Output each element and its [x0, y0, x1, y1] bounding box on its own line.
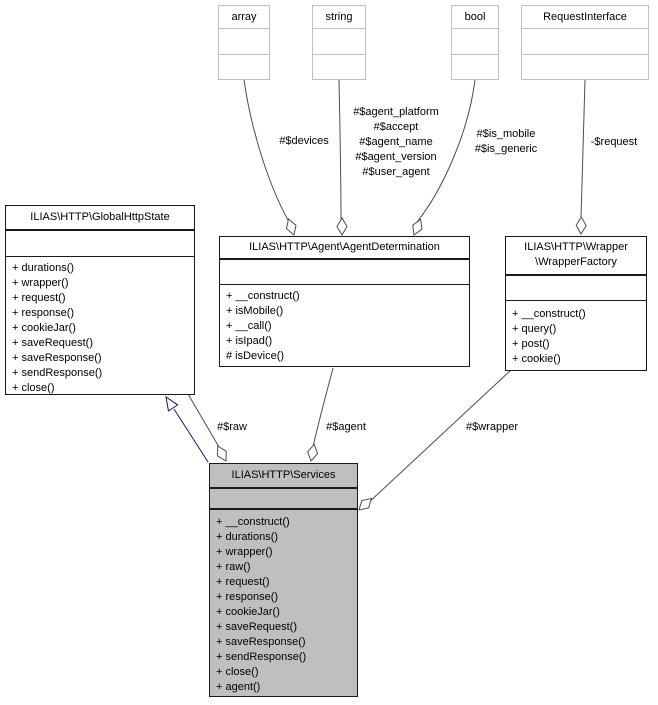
method-item: + __construct() — [216, 516, 290, 528]
method-item: + cookie() — [512, 353, 561, 365]
class-agent-determination-methods: + __construct() + isMobile() + __call() … — [220, 285, 469, 366]
method-item: + post() — [512, 338, 550, 350]
method-item: + durations() — [12, 262, 75, 274]
method-item: # isDevice() — [226, 350, 285, 362]
method-item: + saveRequest() — [12, 337, 94, 349]
edge-services-inherits-globalhttpstate — [173, 408, 209, 463]
edge-label-line: #$agent_version — [355, 151, 437, 163]
class-services-methods: + __construct() + durations() + wrapper(… — [210, 510, 357, 696]
class-request-interface-methods — [522, 55, 648, 79]
aggregation-diamond-request — [575, 216, 587, 235]
aggregation-diamond-devices — [285, 217, 297, 236]
method-item: + cookieJar() — [12, 322, 76, 334]
class-services: ILIAS\HTTP\Services + __construct() + du… — [209, 463, 358, 697]
edge-label-line: #$is_generic — [474, 143, 538, 155]
edge-label-devices: #$devices — [279, 135, 329, 147]
method-item: + agent() — [216, 681, 261, 693]
edge-label-agent: #$agent — [326, 421, 366, 433]
method-item: + saveResponse() — [216, 636, 306, 648]
class-services-title: ILIAS\HTTP\Services — [210, 464, 357, 489]
edge-array-to-agentdetermination — [243, 79, 293, 228]
method-item: + raw() — [216, 561, 251, 573]
class-bool-methods — [452, 55, 498, 79]
method-item: + sendResponse() — [216, 651, 307, 663]
method-item: + wrapper() — [216, 546, 273, 558]
class-array-methods — [219, 55, 269, 79]
edge-label-string-fields: #$agent_platform #$accept #$agent_name #… — [353, 105, 439, 180]
class-global-http-state-attributes — [6, 231, 194, 257]
class-array: array — [218, 5, 270, 80]
method-item: + sendResponse() — [12, 367, 103, 379]
class-wrapper-factory-title: ILIAS\HTTP\Wrapper \WrapperFactory — [506, 237, 646, 276]
class-wrapper-factory-attributes — [506, 276, 646, 301]
class-request-interface: RequestInterface — [521, 5, 649, 80]
method-item: + isIpad() — [226, 335, 273, 347]
class-string-methods — [313, 55, 365, 79]
edge-label-wrapper: #$wrapper — [466, 421, 518, 433]
method-item: + __construct() — [226, 290, 300, 302]
class-global-http-state-title: ILIAS\HTTP\GlobalHttpState — [6, 206, 194, 231]
class-services-attributes — [210, 489, 357, 510]
edge-label-bool-fields: #$is_mobile #$is_generic — [475, 127, 537, 157]
method-item: + __construct() — [512, 308, 586, 320]
class-bool: bool — [451, 5, 499, 80]
class-array-title: array — [219, 6, 269, 29]
aggregation-diamond-wrapper — [358, 497, 373, 511]
method-item: + request() — [216, 576, 270, 588]
edge-bool-to-agentdetermination — [416, 79, 476, 223]
edge-label-raw: #$raw — [217, 421, 247, 433]
method-item: + wrapper() — [12, 277, 69, 289]
edge-label-request: -$request — [590, 136, 638, 148]
method-item: + close() — [12, 382, 55, 394]
class-agent-determination-title: ILIAS\HTTP\Agent\AgentDetermination — [220, 237, 469, 260]
edge-label-line: #$user_agent — [362, 166, 430, 178]
class-wrapper-factory[interactable]: ILIAS\HTTP\Wrapper \WrapperFactory + __c… — [505, 236, 647, 371]
method-item: + response() — [12, 307, 75, 319]
class-array-attributes — [219, 29, 269, 55]
edge-globalhttpstate-to-services-raw — [187, 393, 220, 448]
edge-label-line: #$agent_name — [359, 136, 433, 148]
class-agent-determination[interactable]: ILIAS\HTTP\Agent\AgentDetermination + __… — [219, 236, 470, 367]
class-wrapper-factory-title-line1: ILIAS\HTTP\Wrapper — [524, 241, 628, 253]
aggregation-diamond-bool-fields — [412, 218, 423, 236]
method-item: + close() — [216, 666, 259, 678]
class-request-interface-attributes — [522, 29, 648, 55]
class-string: string — [312, 5, 366, 80]
method-item: + durations() — [216, 531, 279, 543]
aggregation-diamond-string-fields — [336, 217, 348, 236]
class-agent-determination-attributes — [220, 260, 469, 285]
method-item: + query() — [512, 323, 557, 335]
edge-label-line: #$agent_platform — [353, 106, 439, 118]
class-wrapper-factory-methods: + __construct() + query() + post() + coo… — [506, 301, 646, 370]
method-item: + isMobile() — [226, 305, 284, 317]
class-bool-attributes — [452, 29, 498, 55]
edge-agentdetermination-to-services-agent — [312, 367, 334, 448]
method-item: + cookieJar() — [216, 606, 280, 618]
edge-label-line: #$accept — [373, 121, 419, 133]
class-string-attributes — [313, 29, 365, 55]
edge-label-line: #$is_mobile — [476, 128, 536, 140]
class-wrapper-factory-title-line2: \WrapperFactory — [535, 256, 617, 268]
class-global-http-state[interactable]: ILIAS\HTTP\GlobalHttpState + durations()… — [5, 205, 195, 395]
class-request-interface-title: RequestInterface — [522, 6, 648, 29]
method-item: + saveRequest() — [216, 621, 298, 633]
class-global-http-state-methods: + durations() + wrapper() + request() + … — [6, 257, 194, 396]
class-string-title: string — [313, 6, 365, 29]
method-item: + request() — [12, 292, 66, 304]
edge-requestinterface-to-wrapperfactory — [580, 79, 586, 219]
edge-wrapperfactory-to-services-wrapper — [365, 369, 512, 506]
method-item: + __call() — [226, 320, 272, 332]
inheritance-arrowhead — [165, 395, 179, 412]
method-item: + saveResponse() — [12, 352, 102, 364]
aggregation-diamond-agent — [307, 443, 319, 462]
edge-string-to-agentdetermination — [338, 79, 342, 221]
method-item: + response() — [216, 591, 279, 603]
class-bool-title: bool — [452, 6, 498, 29]
aggregation-diamond-raw — [216, 445, 227, 462]
